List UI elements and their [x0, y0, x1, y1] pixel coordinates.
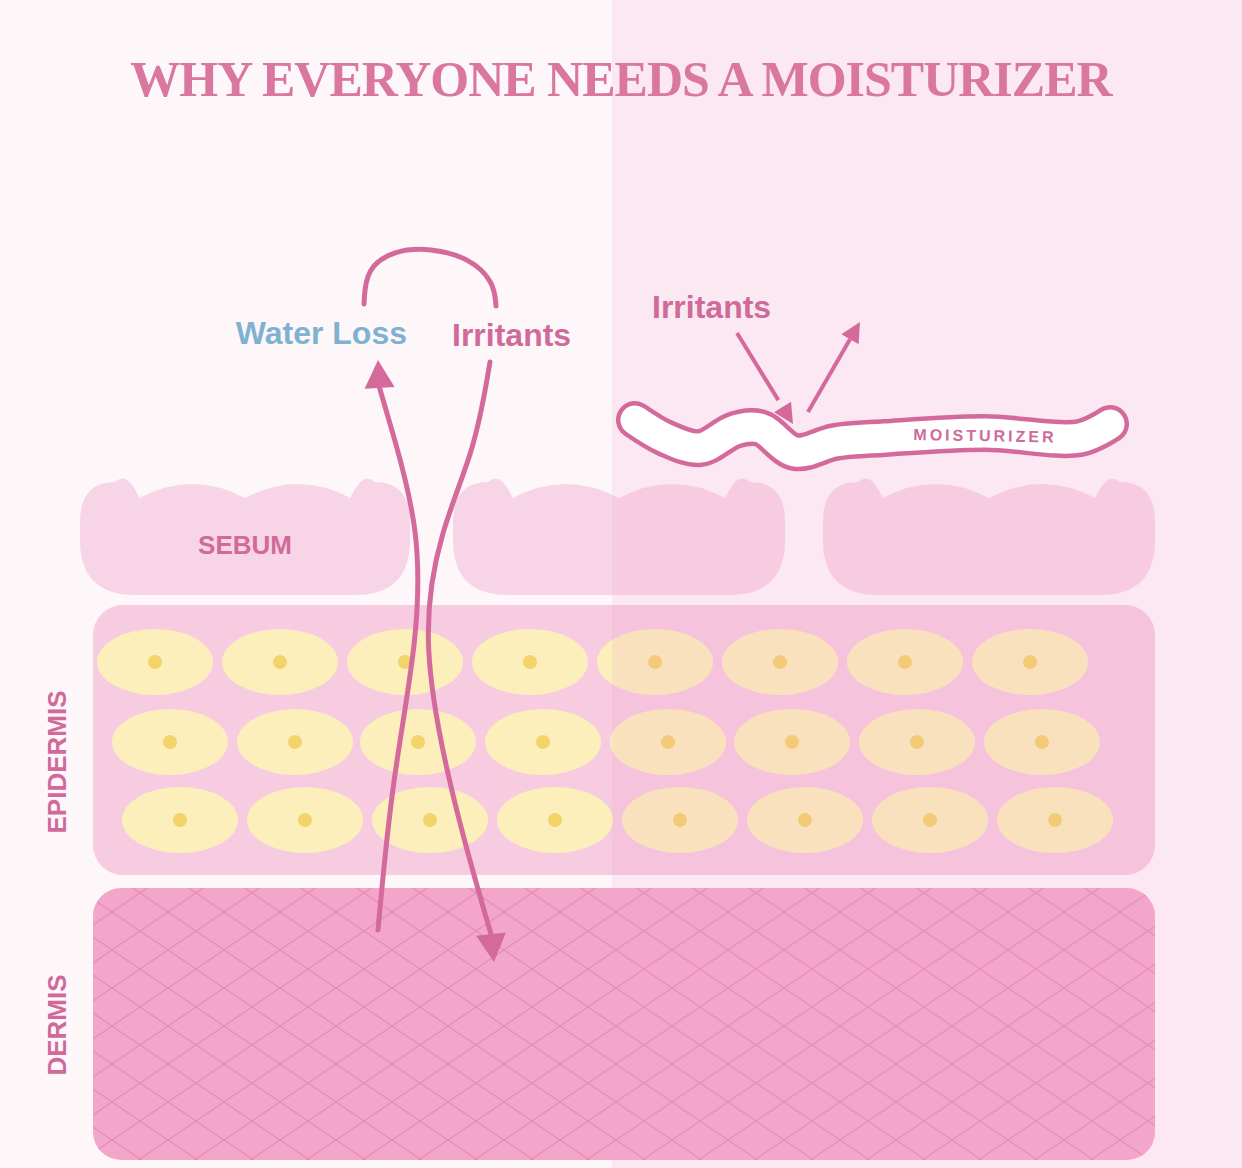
title: WHY EVERYONE NEEDS A MOISTURIZER	[130, 52, 1111, 107]
skin-cell	[497, 787, 613, 853]
node-label: MOISTURIZER	[913, 426, 1057, 446]
irritant-arrow	[428, 362, 491, 934]
cell-nucleus	[536, 735, 550, 749]
cell-nucleus	[273, 655, 287, 669]
cell-nucleus	[288, 735, 302, 749]
epidermis-band: EPIDERMIS	[93, 605, 1155, 875]
cell-nucleus	[523, 655, 537, 669]
moisturizer-outline	[635, 420, 1110, 452]
irritant-out-arrow	[808, 339, 850, 412]
water-loss-arrow	[378, 388, 418, 930]
skin-cell	[247, 787, 363, 853]
water-loss-label: Water Loss	[233, 316, 410, 351]
dermis-band: DERMIS	[93, 888, 1155, 1160]
skin-cell	[237, 709, 353, 775]
cell-nucleus	[548, 813, 562, 827]
cell-nucleus	[423, 813, 437, 827]
irritants-label: Irritants	[649, 290, 774, 325]
cell-nucleus	[148, 655, 162, 669]
skin-cell	[97, 629, 213, 695]
node-label: EPIDERMIS	[43, 690, 72, 833]
moisturizer-fill	[635, 420, 1110, 452]
cell-nucleus	[173, 813, 187, 827]
skin-cell	[122, 787, 238, 853]
irritants-label: Irritants	[449, 318, 574, 353]
arrowhead	[365, 360, 395, 389]
sebum-blob: SEBUM	[80, 470, 410, 595]
skin-cell	[222, 629, 338, 695]
arrowhead	[476, 933, 506, 962]
right-shade	[612, 0, 1242, 1168]
skin-cell	[472, 629, 588, 695]
irritant-loop	[364, 249, 496, 306]
skin-cell	[347, 629, 463, 695]
skin-cell	[360, 709, 476, 775]
arrowhead	[841, 322, 860, 344]
skin-cell	[485, 709, 601, 775]
node-label: SEBUM	[198, 531, 292, 560]
irritant-in-arrow	[737, 333, 778, 400]
sebum-blob	[80, 478, 410, 595]
node-label: DERMIS	[43, 974, 72, 1075]
skin-cell	[112, 709, 228, 775]
cell-nucleus	[411, 735, 425, 749]
moisturizer-layer: MOISTURIZER	[620, 398, 1130, 478]
cell-nucleus	[163, 735, 177, 749]
arrowhead	[774, 402, 793, 424]
cell-nucleus	[298, 813, 312, 827]
